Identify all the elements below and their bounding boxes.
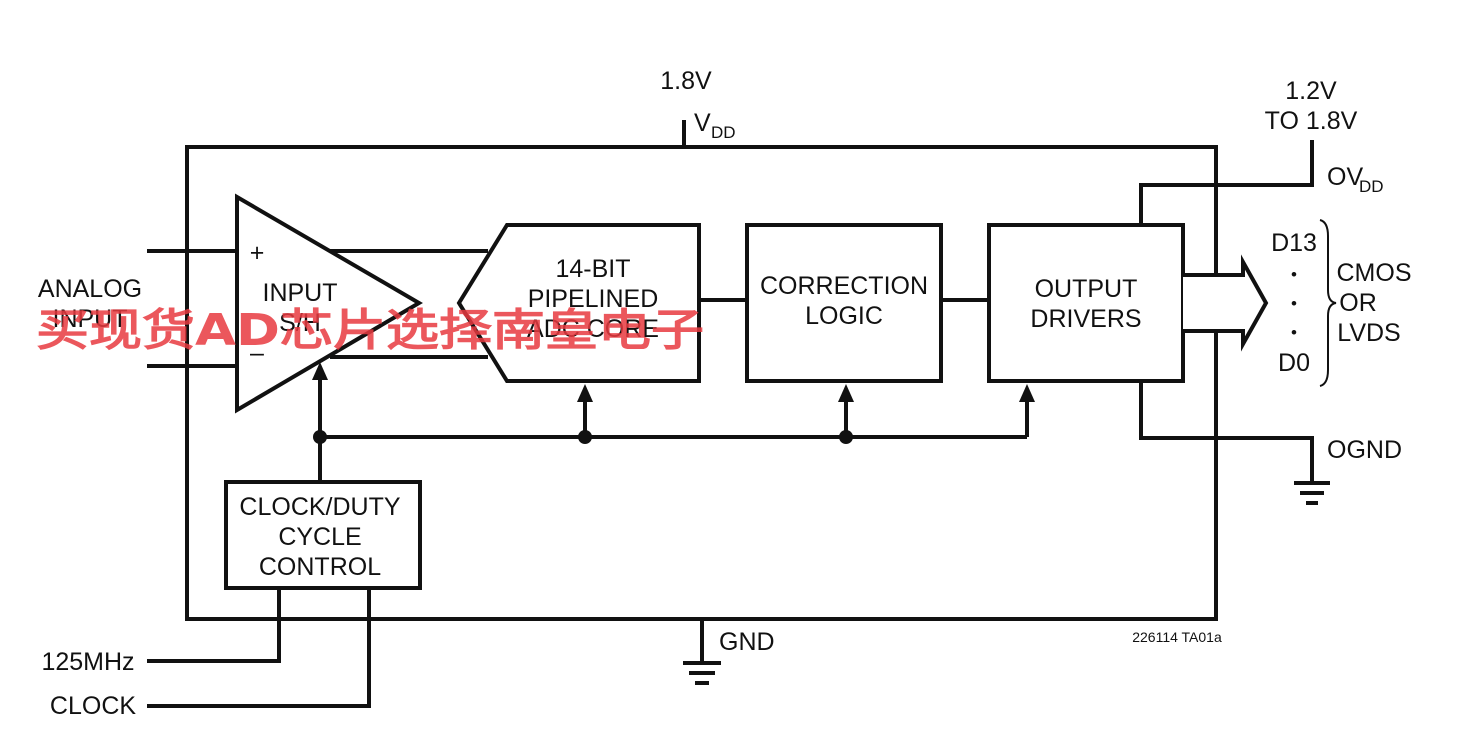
ovdd-voltage-2: TO 1.8V: [1265, 107, 1358, 135]
clock-duty-cycle-block: [224, 480, 422, 590]
data-dot-2: •: [1291, 294, 1297, 313]
gnd-icon: [683, 661, 721, 685]
clock-input-label-1: 125MHz: [41, 648, 134, 676]
clock-input-wire-2: [147, 588, 371, 708]
data-msb-label: D13: [1271, 229, 1317, 257]
clock-correction-arrow: [838, 384, 854, 402]
junction-dot-1: [313, 430, 327, 444]
clock-block-label-3: CONTROL: [259, 553, 381, 581]
output-format-3: LVDS: [1337, 319, 1400, 347]
data-lsb-label: D0: [1278, 349, 1310, 377]
clock-sh-arrow: [312, 362, 328, 380]
output-format-2: OR: [1339, 289, 1377, 317]
correction-logic-block: [745, 223, 943, 383]
output-label-2: DRIVERS: [1030, 305, 1141, 333]
ognd-label: OGND: [1327, 436, 1402, 464]
vdd-voltage: 1.8V: [660, 67, 712, 95]
output-brace: [1319, 219, 1337, 387]
adc-core-block: [456, 223, 701, 383]
ovdd-sub: DD: [1359, 177, 1384, 196]
vdd-label: V: [694, 109, 711, 137]
adc-label-1: 14-BIT: [555, 255, 630, 283]
ovdd-voltage-1: 1.2V: [1285, 77, 1337, 105]
adc-label-3: ADC CORE: [527, 315, 659, 343]
plus-sign: +: [250, 239, 265, 267]
minus-sign: –: [250, 339, 264, 367]
clock-input-label-2: CLOCK: [50, 692, 136, 720]
vdd-sub: DD: [711, 123, 736, 142]
output-format-1: CMOS: [1337, 259, 1412, 287]
ognd-icon: [1294, 481, 1330, 505]
output-label-1: OUTPUT: [1035, 275, 1138, 303]
analog-input-label-1: ANALOG: [38, 275, 142, 303]
adc-label-2: PIPELINED: [528, 285, 659, 313]
data-dot-1: •: [1291, 265, 1297, 284]
ovdd-label: OV: [1327, 163, 1363, 191]
ognd-wire: [1139, 381, 1314, 483]
clock-block-label-2: CYCLE: [278, 523, 361, 551]
junction-dot-3: [839, 430, 853, 444]
sh-label-1: INPUT: [263, 279, 338, 307]
output-drivers-block: [987, 223, 1185, 383]
input-sh-amplifier: [235, 193, 423, 414]
watermark-text: 买现货AD芯片选择南皇电子: [36, 305, 704, 356]
correction-label-1: CORRECTION: [760, 272, 928, 300]
sh-label-2: S/H: [279, 309, 321, 337]
ovdd-wire: [1139, 140, 1314, 225]
clock-output-arrow: [1019, 384, 1035, 402]
figure-id: 226114 TA01a: [1132, 629, 1222, 645]
data-dot-3: •: [1291, 323, 1297, 342]
clock-block-label-1: CLOCK/DUTY: [239, 493, 400, 521]
output-bus-arrow: [1183, 254, 1269, 352]
clock-input-wire-1: [147, 588, 281, 663]
analog-input-label-2: INPUT: [53, 305, 128, 333]
gnd-label: GND: [719, 628, 775, 656]
clock-adc-arrow: [577, 384, 593, 402]
junction-dot-2: [578, 430, 592, 444]
correction-label-2: LOGIC: [805, 302, 883, 330]
